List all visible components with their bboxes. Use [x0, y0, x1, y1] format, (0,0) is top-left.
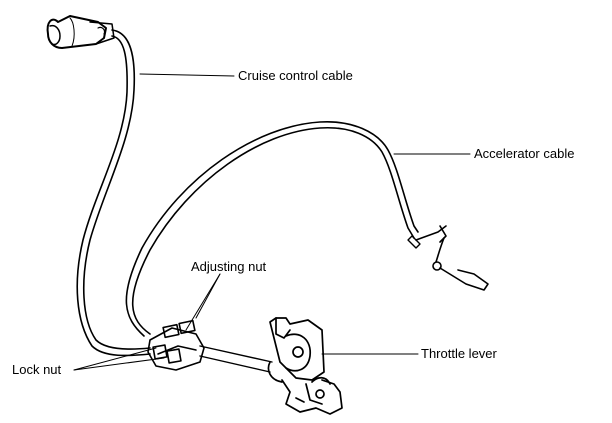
throttle-lever-label: Throttle lever: [421, 346, 497, 361]
accelerator-cable-label: Accelerator cable: [474, 146, 575, 161]
cruise-actuator: [46, 15, 115, 49]
nut-bracket: [147, 319, 273, 373]
cruise-control-cable: [76, 29, 151, 357]
accelerator-pedal: [415, 225, 489, 291]
lock-nut-label: Lock nut: [12, 362, 62, 377]
accelerator-cable: [125, 121, 421, 337]
leader-lines: [73, 73, 471, 371]
cruise-control-cable-label: Cruise control cable: [238, 68, 353, 83]
throttle-body: [267, 317, 343, 415]
adjusting-nut-label: Adjusting nut: [191, 259, 267, 274]
